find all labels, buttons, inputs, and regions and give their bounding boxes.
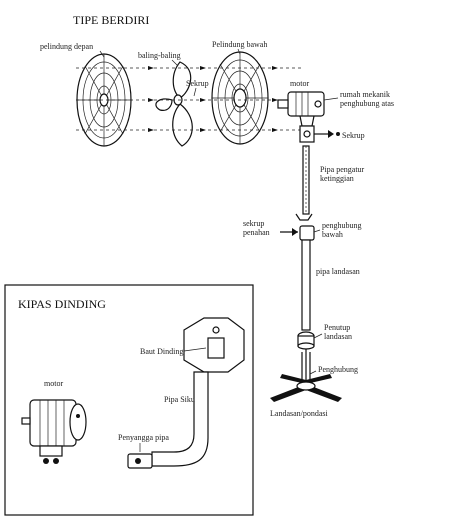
label-height-pipe-line1: Pipa pengatur [320,165,365,174]
label-base-pipe: pipa landasan [316,267,360,276]
label-screw-top: Sekrup [342,131,365,140]
title-standing-fan: TIPE BERDIRI [73,13,149,27]
base-pipe-drawing [301,239,311,331]
wall-fan-frame [4,284,254,516]
label-top-housing-line1: rumah mekanik [340,90,390,99]
label-connector: Penghubung [318,365,358,374]
label-wall-bolt: Baut Dinding [140,347,183,356]
label-rear-guard: Pelindung bawah [212,40,267,49]
label-blade: baling-baling [138,51,181,60]
label-height-pipe-line2: ketinggian [320,174,354,183]
label-lower-connector-line2: bawah [322,230,343,239]
label-screw-blade: Sekrup [186,79,209,88]
title-wall-fan: KIPAS DINDING [18,297,106,311]
label-base-cover-line1: Penutup [324,323,350,332]
label-front-guard: pelindung depan [40,42,93,51]
label-wall-motor: motor [44,379,63,388]
label-lock-screw-line2: penahan [243,228,270,237]
motor-standing-drawing [277,91,325,127]
label-base-cover-line2: landasan [324,332,352,341]
label-pipe-support: Penyangga pipa [118,433,169,442]
base-cover-drawing [297,331,315,350]
label-base: Landasan/pondasi [270,409,329,418]
label-top-housing-line2: penghubung atas [340,99,394,108]
blade-drawing [155,61,193,147]
top-connector-drawing [299,125,340,143]
label-motor: motor [290,79,309,88]
front-guard-drawing [76,53,132,147]
label-elbow-pipe: Pipa Siku [164,395,195,404]
label-lock-screw-line1: sekrup [243,219,264,228]
rear-guard-drawing [211,51,269,145]
wall-bracket-drawing [127,317,245,469]
wall-motor-drawing [21,399,87,464]
height-pipe-drawing [302,145,310,215]
lower-connector-drawing [280,213,315,241]
base-drawing [270,349,342,402]
assembly-axes [76,66,302,132]
label-lower-connector-line1: penghubung [322,221,362,230]
